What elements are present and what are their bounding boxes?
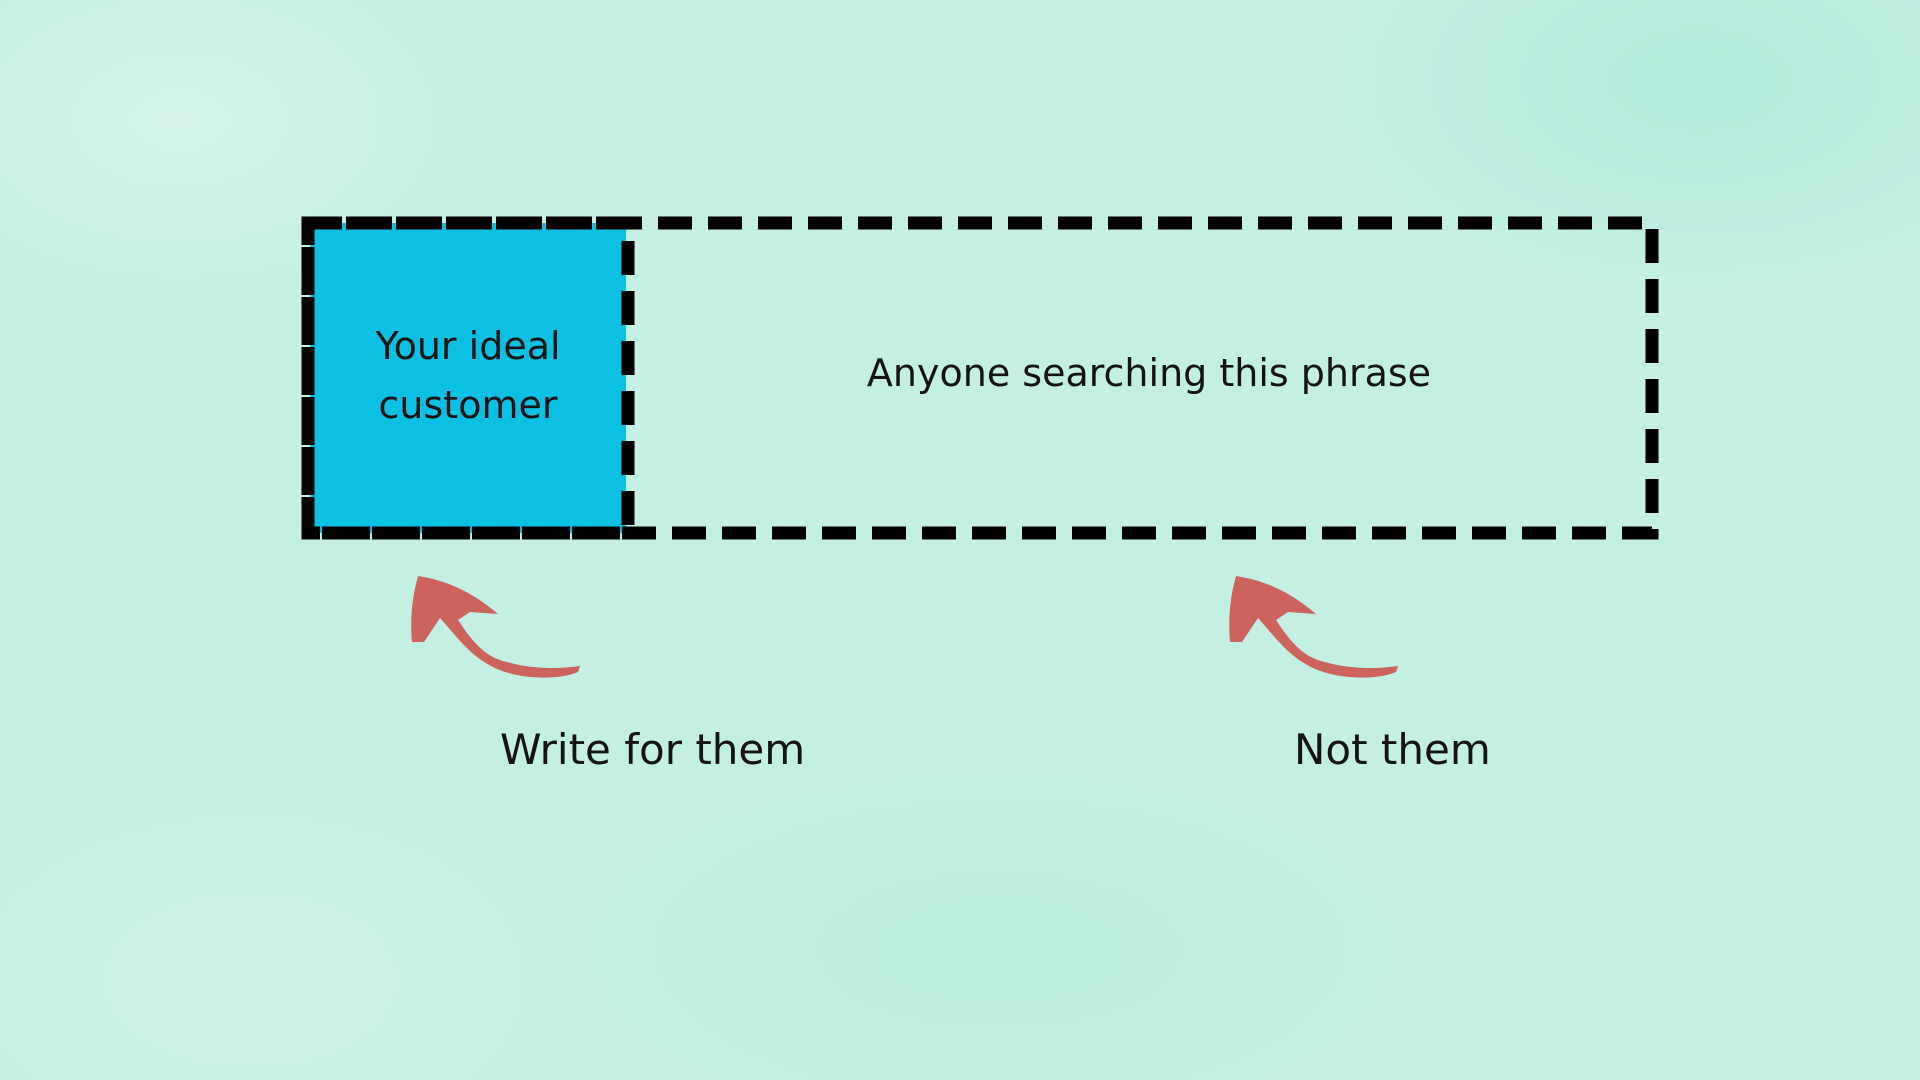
audience-diagram: Your ideal customer Anyone searching thi… [300, 213, 1662, 543]
curved-arrow-icon [411, 576, 580, 678]
ideal-customer-fill [310, 223, 626, 533]
ideal-customer-box [301, 216, 635, 540]
search-audience-label: Anyone searching this phrase [866, 351, 1432, 395]
curved-arrow-icon [1229, 576, 1398, 678]
caption-not-them: Not them [1294, 725, 1491, 774]
diagram-boxes [301, 216, 1659, 540]
caption-write-for-them: Write for them [500, 725, 806, 774]
ideal-customer-label: Your ideal customer [375, 324, 561, 427]
